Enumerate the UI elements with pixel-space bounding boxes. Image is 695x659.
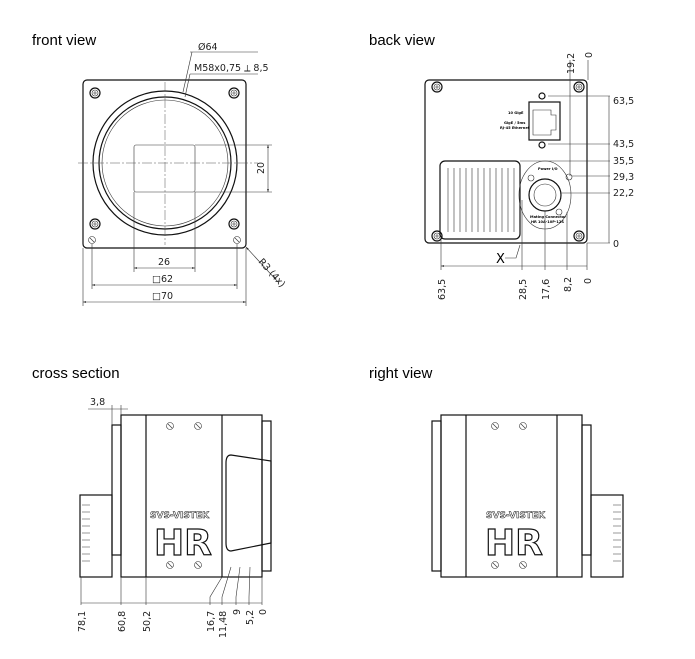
dim-5-2: 5,2 xyxy=(245,610,256,625)
dim-radius: R3 (4x) xyxy=(256,257,287,290)
dim-0: 0 xyxy=(258,609,269,615)
eth-speed-label: 10 GigE xyxy=(508,111,524,115)
dim-bottom-63-5: 63,5 xyxy=(437,279,448,300)
dim-70: □70 xyxy=(152,291,173,302)
dim-62: □62 xyxy=(152,274,173,285)
dim-right-43-5: 43,5 xyxy=(613,139,634,150)
front-view-title: front view xyxy=(32,32,96,49)
heatsink xyxy=(439,160,521,240)
dim-60-8: 60,8 xyxy=(117,611,128,632)
front-body xyxy=(82,79,247,249)
dim-right-63-5: 63,5 xyxy=(613,96,634,107)
mating-label: Mating Connector xyxy=(530,215,566,219)
dim-right-29-3: 29,3 xyxy=(613,172,634,183)
screw-icon xyxy=(89,87,101,99)
dim-11-48: 11,48 xyxy=(218,611,229,638)
back-view-title: back view xyxy=(369,32,435,49)
dim-bottom-8-2: 8,2 xyxy=(563,277,574,292)
dim-sensor-height: 20 xyxy=(256,162,267,174)
dim-right-22-2: 22,2 xyxy=(613,188,634,199)
ethernet-port xyxy=(528,101,561,141)
cross-section-title: cross section xyxy=(32,365,120,382)
cross-section-view: cross section SVS-VISTEK HR 3,8 78,1 60,… xyxy=(32,365,272,638)
front-view: front view 20 26 □62 □70 R3 (4x) Ø64 M58… xyxy=(32,32,287,306)
back-body xyxy=(424,79,588,244)
right-view: right view SVS-VISTEK HR xyxy=(369,365,624,578)
brand-logo-right: SVS-VISTEK xyxy=(486,511,546,521)
dim-diameter: Ø64 xyxy=(198,42,218,53)
dim-bottom-28-5: 28,5 xyxy=(518,279,529,300)
dim-bottom-17-6: 17,6 xyxy=(541,279,552,300)
dim-50-2: 50,2 xyxy=(142,611,153,632)
right-view-title: right view xyxy=(369,365,433,382)
dim-right-35-5: 35,5 xyxy=(613,156,634,167)
dim-78-1: 78,1 xyxy=(77,611,88,632)
dim-sensor-width: 26 xyxy=(158,257,170,268)
dim-bottom-0: 0 xyxy=(583,278,594,284)
lens-section xyxy=(225,454,272,552)
dim-top-0: 0 xyxy=(584,52,595,58)
sensor-area xyxy=(133,144,196,193)
dim-top-19-2: 19,2 xyxy=(566,53,577,74)
power-io-label: Power I/O xyxy=(538,167,558,171)
series-logo: HR xyxy=(154,523,212,564)
dim-3-8: 3,8 xyxy=(90,397,105,408)
dim-16-7: 16,7 xyxy=(206,611,217,632)
marker-x: X xyxy=(496,252,505,267)
back-view: back view 10 GigE GigE / 5ms RJ-45 Ether… xyxy=(369,32,634,300)
dim-right-0: 0 xyxy=(613,239,619,250)
rear-connector xyxy=(79,494,113,578)
dim-thread: M58x0,75 ⟂ 8,5 xyxy=(194,63,269,74)
brand-logo: SVS-VISTEK xyxy=(150,511,210,521)
mating-part-label: HR 10A-10P-12S xyxy=(531,220,564,224)
series-logo-right: HR xyxy=(485,523,543,564)
eth-type-label: GigE / 5ms xyxy=(504,121,525,125)
eth-conn-label: RJ-45 Ethernet xyxy=(500,126,530,130)
dim-9: 9 xyxy=(232,609,243,615)
right-connector xyxy=(590,494,624,578)
